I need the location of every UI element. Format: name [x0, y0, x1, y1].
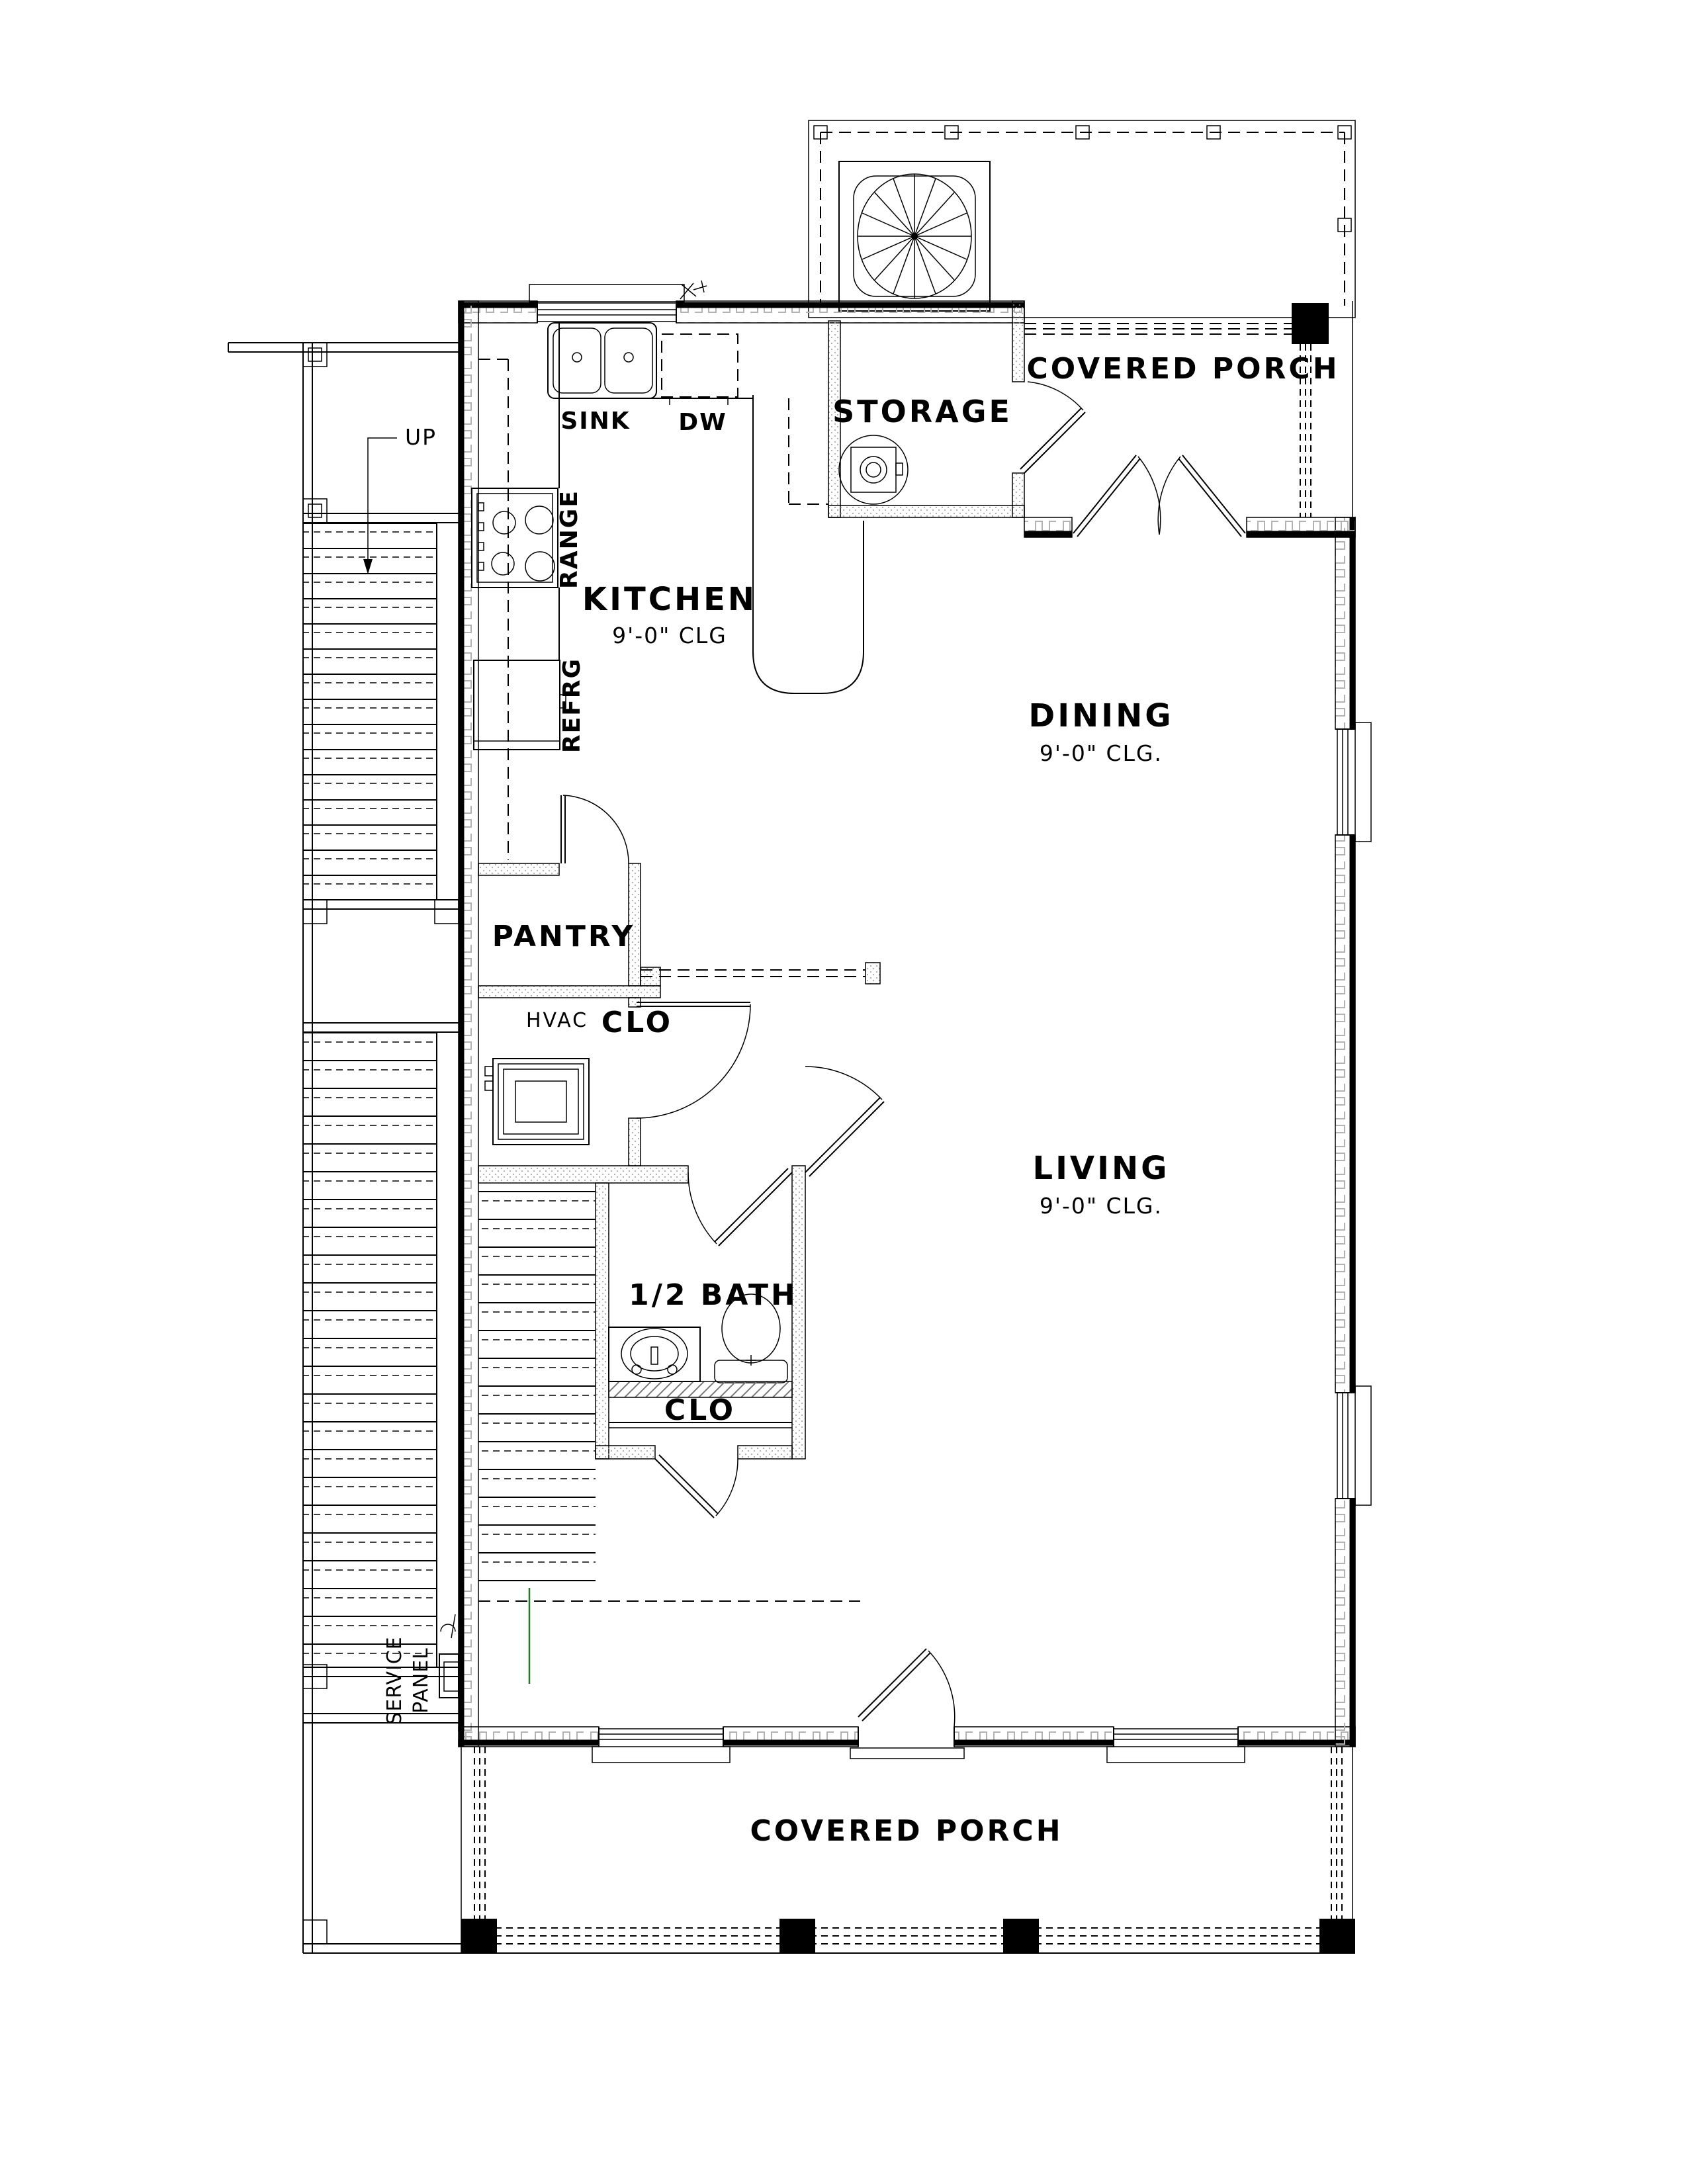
ceiling-fan-icon [838, 161, 991, 312]
bottom-porch-label: COVERED PORCH [750, 1814, 1063, 1848]
kitchen: SINK DW RANGE REFRG KITCHEN 9'-0" CLG [471, 322, 864, 860]
french-doors-icon [1073, 455, 1246, 537]
pantry-door-swing-icon [560, 795, 629, 864]
cased-opening-header [641, 962, 881, 984]
porch-column-icon [461, 1919, 497, 1953]
up-label: UP [405, 424, 437, 450]
refrigerator-icon [473, 660, 566, 750]
sink-label: SINK [560, 408, 630, 435]
range-burners-icon [471, 488, 558, 588]
top-porch-label: COVERED PORCH [1026, 352, 1339, 386]
bath-door-swing-icon [688, 1168, 793, 1246]
porch-column-icon [779, 1919, 815, 1953]
dining-window-icon [1335, 722, 1372, 842]
range-label: RANGE [556, 490, 583, 589]
hvac-clo-label: CLO [601, 1006, 673, 1039]
living-front-window-icon [592, 1727, 731, 1763]
water-heater-icon [838, 435, 909, 505]
living-label: LIVING [1032, 1150, 1169, 1187]
living-clg-label: 9'-0" CLG. [1040, 1193, 1163, 1219]
kitchen-label: KITCHEN [582, 581, 757, 618]
closet-label: CLO [664, 1393, 736, 1427]
half-bath: 1/2 BATH [608, 1066, 885, 1460]
dw-label: DW [678, 409, 727, 436]
front-door-swing-icon [850, 1648, 965, 1759]
living-window-icon [1335, 1385, 1372, 1506]
porch-column-icon [1292, 303, 1329, 344]
double-bowl-sink-icon [547, 322, 657, 399]
envelope-walls [458, 280, 1372, 1763]
hall-door-swing-icon [805, 1066, 885, 1177]
storage-door-swing-icon [1020, 381, 1086, 474]
porch-column-icon [1003, 1919, 1039, 1953]
hvac-door-swing-icon [636, 1002, 751, 1119]
hvac-unit-icon [484, 1058, 590, 1145]
pantry-label: PANTRY [492, 920, 635, 953]
closet-door-swing-icon [654, 1454, 738, 1518]
entry-closet: CLO [595, 1393, 793, 1518]
electrical-symbol-icon [680, 280, 707, 300]
exterior-stair-deck: UP [228, 342, 461, 1954]
bottom-covered-porch: COVERED PORCH [461, 1747, 1355, 1954]
dishwasher-icon [661, 333, 738, 405]
dining-room: DINING 9'-0" CLG. [1028, 697, 1173, 766]
stair-up-annotation: UP [363, 424, 437, 574]
service-panel-label-2: PANEL [410, 1647, 433, 1714]
service-panel-label-1: SERVICE [383, 1636, 406, 1724]
kitchen-window-icon [529, 284, 685, 323]
up-arrowhead-icon [363, 559, 373, 574]
hvac-closet: HVAC CLO [484, 997, 751, 1166]
half-bath-label: 1/2 BATH [629, 1278, 798, 1312]
storage-label: STORAGE [832, 394, 1012, 429]
pantry: PANTRY [478, 795, 661, 998]
interior-stairs [478, 1165, 860, 1684]
porch-column-icon [1319, 1919, 1355, 1953]
vanity-sink-icon [608, 1327, 701, 1382]
service-panel-icon [439, 1614, 459, 1698]
refrg-label: REFRG [558, 658, 586, 753]
top-covered-porch: COVERED PORCH [808, 120, 1356, 517]
dining-clg-label: 9'-0" CLG. [1040, 740, 1163, 766]
dining-label: DINING [1028, 697, 1173, 734]
kitchen-clg-label: 9'-0" CLG [612, 623, 727, 648]
living-front-window2-icon [1106, 1727, 1245, 1763]
living-room: LIVING 9'-0" CLG. [1032, 1150, 1169, 1219]
hvac-label: HVAC [526, 1009, 588, 1032]
service-panel: SERVICE PANEL [383, 1614, 459, 1725]
storage-room: STORAGE [828, 300, 1086, 518]
